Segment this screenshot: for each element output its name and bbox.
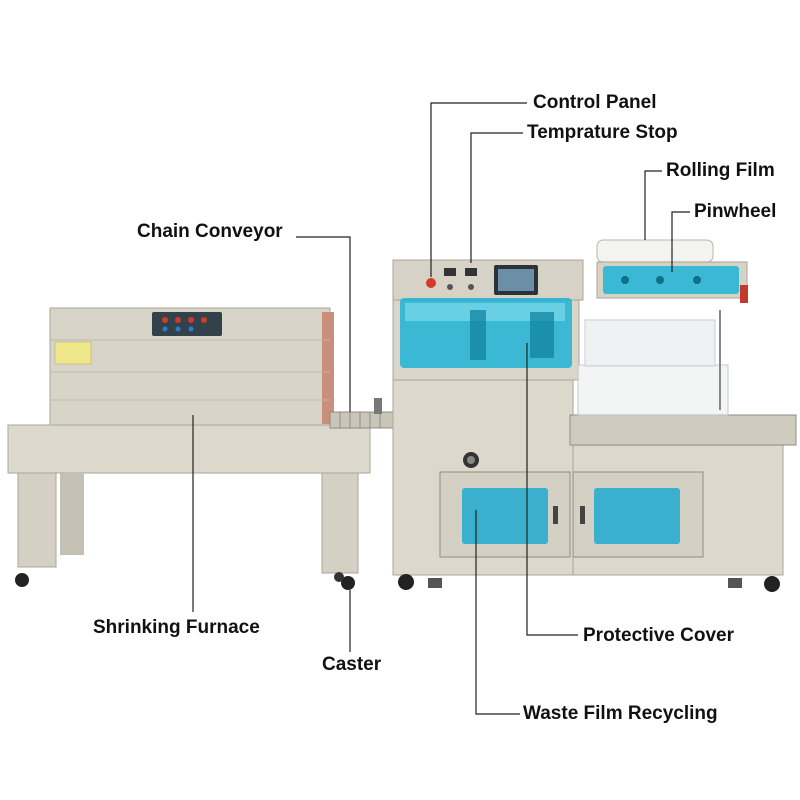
label-temperature-stop: Temprature Stop	[527, 122, 678, 143]
leader-chain-conveyor	[296, 236, 351, 412]
label-waste-film-recycling: Waste Film Recycling	[523, 703, 718, 724]
waste-film-window	[462, 488, 548, 544]
label-rolling-film: Rolling Film	[666, 160, 775, 181]
label-protective-cover: Protective Cover	[583, 625, 735, 646]
leader-protective-cover	[526, 343, 578, 636]
label-chain-conveyor: Chain Conveyor	[137, 221, 283, 242]
leader-rolling-film	[644, 170, 662, 240]
emergency-stop-button	[426, 278, 436, 288]
pinwheel-cover	[603, 266, 739, 294]
label-shrinking-furnace: Shrinking Furnace	[93, 617, 260, 638]
shrinking-furnace-unit	[7, 307, 401, 590]
label-control-panel: Control Panel	[533, 92, 657, 113]
leader-control-panel	[430, 102, 527, 277]
leader-waste-film-recycling	[475, 510, 520, 715]
furnace-control-box	[152, 312, 222, 336]
film-sheet	[577, 364, 729, 416]
spec-plate	[54, 341, 92, 365]
label-pinwheel: Pinwheel	[694, 201, 777, 222]
leader-pinwheel	[671, 211, 690, 272]
leader-lines	[192, 102, 690, 715]
l-sealer-unit	[392, 239, 797, 592]
label-caster: Caster	[322, 654, 382, 675]
leader-temperature-stop	[470, 132, 523, 263]
film-roll	[596, 239, 714, 263]
